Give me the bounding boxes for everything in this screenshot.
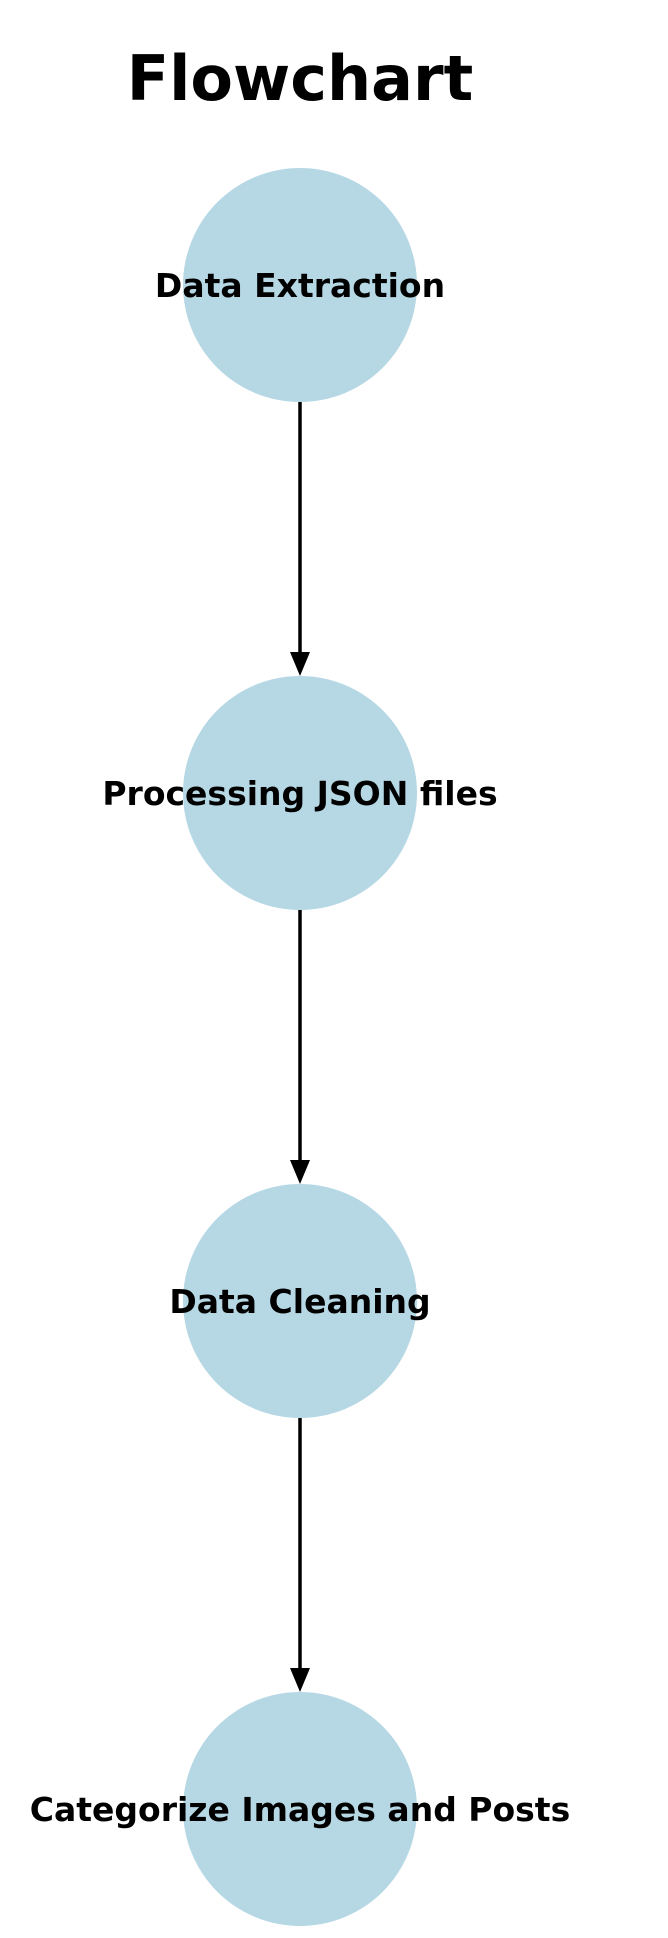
node-categorize-images-and-posts: Categorize Images and Posts: [30, 1692, 570, 1926]
node-label: Processing JSON files: [102, 774, 497, 813]
arrowhead-icon: [290, 1668, 310, 1692]
node-processing-json-files: Processing JSON files: [102, 676, 498, 910]
arrowhead-icon: [290, 1160, 310, 1184]
diagram-title: Flowchart: [127, 42, 473, 115]
node-label: Data Extraction: [155, 266, 445, 305]
node-circle: [183, 676, 417, 910]
edge-data-extraction-to-processing-json-files: [290, 402, 310, 676]
edges-layer: [290, 402, 310, 1692]
edge-data-cleaning-to-categorize-images-and-posts: [290, 1418, 310, 1692]
node-circle: [183, 1692, 417, 1926]
node-label: Data Cleaning: [169, 1282, 430, 1321]
node-circle: [183, 1184, 417, 1418]
edge-processing-json-files-to-data-cleaning: [290, 910, 310, 1184]
node-data-extraction: Data Extraction: [155, 168, 445, 402]
node-circle: [183, 168, 417, 402]
arrowhead-icon: [290, 652, 310, 676]
node-label: Categorize Images and Posts: [30, 1790, 570, 1829]
node-data-cleaning: Data Cleaning: [169, 1184, 431, 1418]
